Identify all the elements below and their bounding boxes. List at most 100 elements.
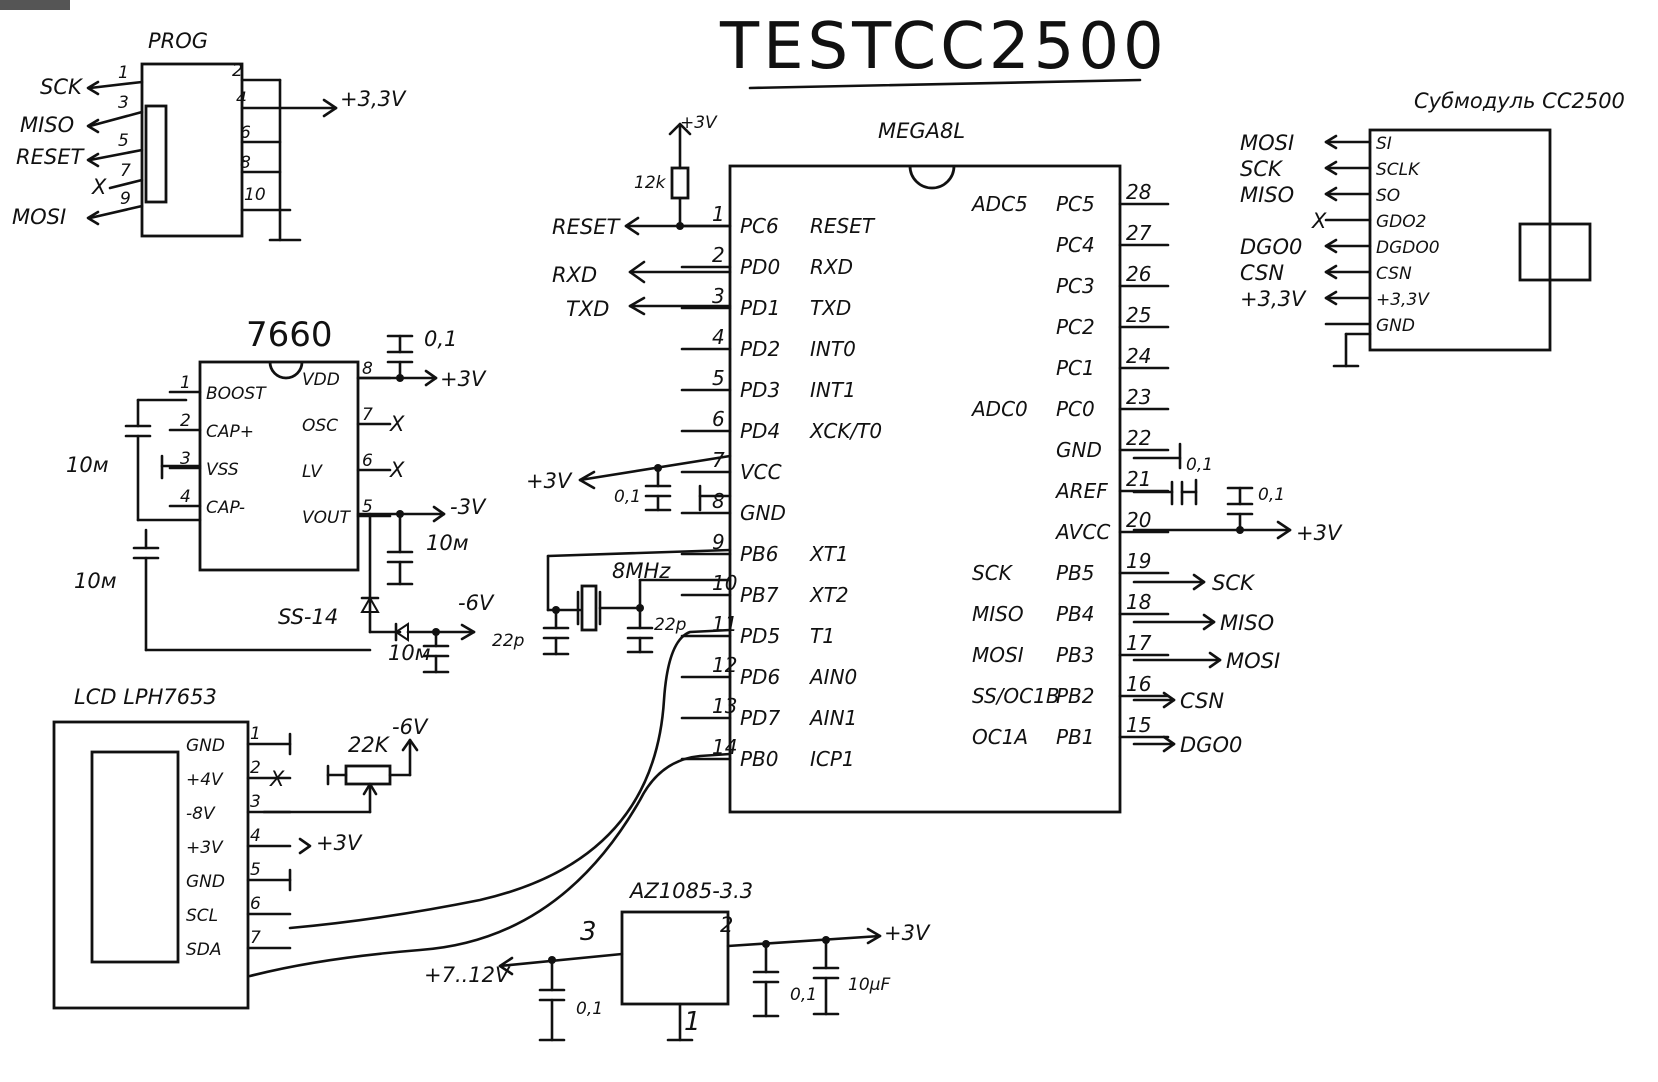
- mcu-pin-func-18: MISO: [972, 602, 1024, 626]
- crystal-freq: 8MHz: [612, 559, 671, 583]
- mcu-pin-func-15: OC1A: [972, 725, 1028, 749]
- mcu-pin-name-6: PD4: [740, 419, 780, 443]
- pullup-resistor: [670, 166, 690, 200]
- svg-text:2: 2: [232, 61, 243, 81]
- svg-text:3: 3: [118, 93, 129, 113]
- az1085-regulator: AZ1085-3.3 3 +7..12V 0,1 2 +3V 1 0,1 10μ…: [424, 879, 931, 1042]
- cc2500-module: Субмодуль CC2500 SIMOSISCLKSCKSOMISOGDO2…: [1240, 89, 1625, 368]
- lcd-pin-name-3: -8V: [186, 804, 216, 824]
- regulator-out-pin: 2: [720, 913, 733, 937]
- vout-cap-value: 10м: [426, 531, 469, 555]
- mcu-pin-func-9: XT1: [809, 542, 849, 566]
- schematic-title: TESTCC2500: [719, 10, 1168, 84]
- regulator-label: AZ1085-3.3: [628, 879, 753, 903]
- mcu-pin-number-4: 4: [712, 325, 725, 349]
- mcu-pin-name-14: PB0: [740, 747, 779, 771]
- module-arrow-5: [1324, 264, 1338, 280]
- converter-pin-name-4: CAP-: [206, 498, 245, 518]
- module-net-0: MOSI: [1240, 131, 1294, 155]
- avcc-net: +3V: [1296, 521, 1343, 545]
- converter-pin-number-4: 4: [180, 487, 191, 507]
- mcu-pin-name-3: PD1: [740, 296, 780, 320]
- regulator-in-pin: 3: [580, 917, 597, 947]
- lcd-pin-number-5: 5: [250, 860, 261, 880]
- module-pin-4: DGDO0: [1376, 238, 1440, 258]
- converter-pin-number-8: 8: [362, 359, 373, 379]
- diode-label: SS-14: [278, 605, 338, 629]
- mcu-pin-name-10: PB7: [740, 583, 779, 607]
- mcu-pin-number-10: 10: [712, 571, 737, 595]
- pullup-supply-label: +3V: [680, 113, 718, 133]
- mcu-pin-func-12: AIN0: [808, 665, 857, 689]
- mcu-pin-name-4: PD2: [740, 337, 780, 361]
- spi-net-dgo0: DGO0: [1180, 733, 1242, 757]
- mcu-pin-name-9: PB6: [740, 542, 779, 566]
- prog-body: [140, 62, 244, 238]
- regulator-body: [620, 910, 730, 1006]
- mcu-pin-number-26: 26: [1126, 262, 1151, 286]
- lcd-pin-number-4: 4: [250, 826, 261, 846]
- pot-value: 22K: [348, 733, 391, 757]
- prog-net-miso: MISO: [20, 113, 74, 137]
- mcu-pin-name-25: PC2: [1056, 315, 1095, 339]
- regulator-gnd-pin: 1: [684, 1007, 701, 1037]
- module-pin-3: GDO2: [1376, 212, 1426, 232]
- mcu-pin-number-20: 20: [1126, 508, 1151, 532]
- svg-text:6: 6: [240, 123, 251, 143]
- prog-net-mosi: MOSI: [12, 205, 66, 229]
- vcc-decoupling: +3V 0,1: [526, 454, 732, 512]
- analog-decoupling: 0,1 +3V 0,1: [1132, 442, 1343, 545]
- converter-pin-name-3: VSS: [206, 460, 239, 480]
- mcu-pin-name-16: PB2: [1056, 684, 1095, 708]
- module-net-1: SCK: [1240, 157, 1284, 181]
- prog-net-sck: SCK: [40, 75, 84, 99]
- mcu-pin-func-6: XCK/T0: [809, 419, 882, 443]
- module-pin-6: +3,3V: [1376, 290, 1430, 310]
- mcu-pin-func-28: ADC5: [970, 192, 1028, 216]
- mcu-pin-func-2: RXD: [810, 255, 853, 279]
- lcd-pin-name-5: GND: [186, 872, 225, 892]
- module-arrow-6: [1324, 290, 1338, 306]
- svg-text:1: 1: [118, 63, 129, 83]
- mcu-body: [728, 164, 1122, 814]
- vdd-cap-value: 0,1: [424, 327, 457, 351]
- module-arrow-2: [1324, 186, 1338, 202]
- mcu-pin-number-25: 25: [1126, 303, 1151, 327]
- svg-text:7: 7: [120, 161, 131, 181]
- converter-pin-number-6: 6: [362, 451, 373, 471]
- mcu-pin-number-22: 22: [1126, 426, 1151, 450]
- vout-net: -3V: [450, 495, 487, 519]
- rxd-net: RXD: [552, 263, 597, 287]
- svg-text:5: 5: [118, 131, 129, 151]
- mcu-pin-func-17: MOSI: [972, 643, 1024, 667]
- lcd-pin-number-3: 3: [250, 792, 261, 812]
- mcu-pin-name-2: PD0: [740, 255, 780, 279]
- aref-cap-value: 0,1: [1186, 455, 1213, 475]
- mcu-pin-name-11: PD5: [740, 624, 780, 648]
- converter-pin-name-6: LV: [302, 462, 323, 482]
- prog-connector: PROG 1 3 5 7 9 2 4 6 8 10: [86, 29, 338, 242]
- xtal-cap-left: 22p: [492, 631, 525, 651]
- module-net-5: CSN: [1240, 261, 1284, 285]
- neg-cap-value: 10м: [388, 641, 431, 665]
- lcd-supply-net: +3V: [316, 831, 363, 855]
- xtal-cap-right: 22p: [654, 615, 687, 635]
- mcu-pin-number-17: 17: [1126, 631, 1152, 655]
- mcu-pin-number-5: 5: [712, 366, 725, 390]
- converter-nc-7: X: [389, 412, 405, 436]
- module-arrow-1: [1324, 160, 1338, 176]
- mcu-pin-number-6: 6: [712, 407, 725, 431]
- mcu-label: MEGA8L: [878, 119, 965, 143]
- mcu-pin-number-19: 19: [1126, 549, 1151, 573]
- converter-pin-number-5: 5: [362, 497, 373, 517]
- mcu-notch: [908, 165, 956, 190]
- crystal: [580, 584, 598, 632]
- mcu-pin-name-24: PC1: [1056, 356, 1095, 380]
- mcu-pin-name-8: GND: [740, 501, 786, 525]
- module-net-6: +3,3V: [1240, 287, 1307, 311]
- cap-out-value: 10м: [74, 569, 117, 593]
- mcu-pin-func-11: T1: [810, 624, 835, 648]
- mcu-pin-name-5: PD3: [740, 378, 780, 402]
- mcu-pin-name-18: PB4: [1056, 602, 1095, 626]
